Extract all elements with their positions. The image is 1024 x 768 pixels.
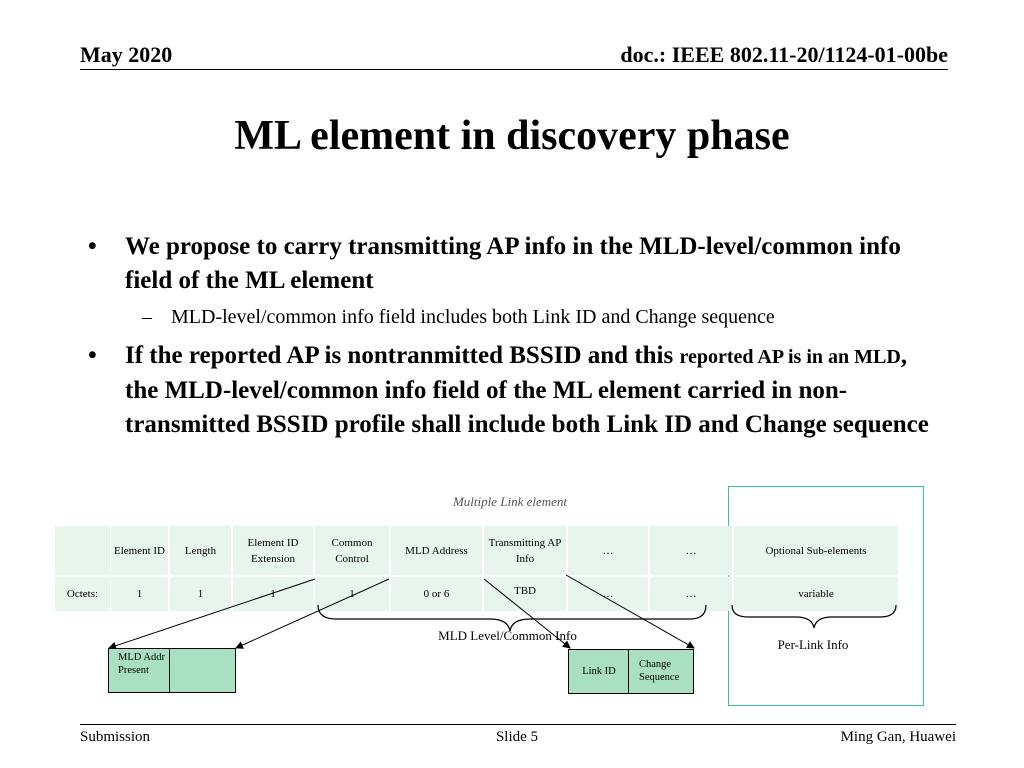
bullet-1-text: We propose to carry transmitting AP info… (125, 233, 901, 294)
arrow-to-change-sequence (565, 574, 695, 649)
header-divider (80, 69, 948, 70)
octets-common-control: 1 (315, 577, 389, 611)
per-link-brace (731, 604, 897, 629)
per-link-info-label: Per-Link Info (777, 637, 849, 652)
bullet-2-part-2: , the MLD-level/common info field of the… (125, 342, 929, 438)
header-cell-mld-address: MLD Address (391, 526, 482, 575)
octets-mld-address: 0 or 6 (391, 577, 482, 611)
arrow-to-mld-addr-box-right (235, 578, 390, 649)
octets-optional-sub-elements: variable (734, 577, 898, 611)
link-id-box: Link ID (568, 649, 630, 694)
octets-element-id-extension: 1 (233, 577, 313, 611)
mld-addr-present-box: MLD Addr Present (108, 648, 171, 693)
octets-length: 1 (170, 577, 231, 611)
bullet-2-small-run: reported AP is in an MLD (679, 346, 901, 368)
mld-common-info-box-empty (169, 648, 236, 693)
header-cell-common-control: Common Control (315, 526, 389, 575)
diagram-caption: Multiple Link element (452, 494, 568, 509)
bullet-2-text: If the reported AP is nontranmitted BSSI… (125, 339, 945, 442)
mld-level-common-info-label: MLD Level/Common Info (438, 628, 577, 643)
octets-label: Octets: (55, 577, 110, 611)
header-date: May 2020 (80, 42, 173, 67)
arrow-to-mld-addr-present (108, 578, 316, 650)
sub-bullet-1-text: MLD-level/common info field includes bot… (171, 306, 775, 328)
change-sequence-box: Change Sequence (628, 649, 694, 694)
header-cell-blank (55, 526, 110, 575)
sub-bullet-marker: – (142, 306, 152, 328)
bullet-marker: • (88, 342, 97, 369)
footer-author: Ming Gan, Huawei (840, 729, 956, 745)
bullet-marker: • (88, 233, 97, 260)
mld-level-brace (317, 604, 707, 632)
footer-submission: Submission (80, 729, 151, 745)
bullet-2-part-1: If the reported AP is nontranmitted BSSI… (125, 342, 680, 369)
slide-title: ML element in discovery phase (234, 113, 790, 159)
header-cell-element-id: Element ID (111, 526, 168, 575)
arrow-to-link-id (483, 578, 571, 649)
header-doc-id: doc.: IEEE 802.11-20/1124-01-00be (620, 42, 948, 67)
header-cell-optional-sub-elements: Optional Sub-elements (734, 526, 898, 575)
footer-divider (80, 724, 956, 725)
octets-ellipsis-1: … (568, 577, 648, 611)
header-cell-ellipsis-1: … (568, 526, 648, 575)
footer-slide-number: Slide 5 (495, 729, 539, 745)
header-cell-length: Length (170, 526, 231, 575)
octets-transmitting-ap-info: TBD (484, 577, 566, 611)
octets-element-id: 1 (111, 577, 168, 611)
header-cell-ellipsis-2: … (650, 526, 732, 575)
header-cell-transmitting-ap-info: Transmitting AP Info (484, 526, 566, 575)
header-cell-element-id-extension: Element ID Extension (233, 526, 313, 575)
octets-ellipsis-2: … (650, 577, 732, 611)
